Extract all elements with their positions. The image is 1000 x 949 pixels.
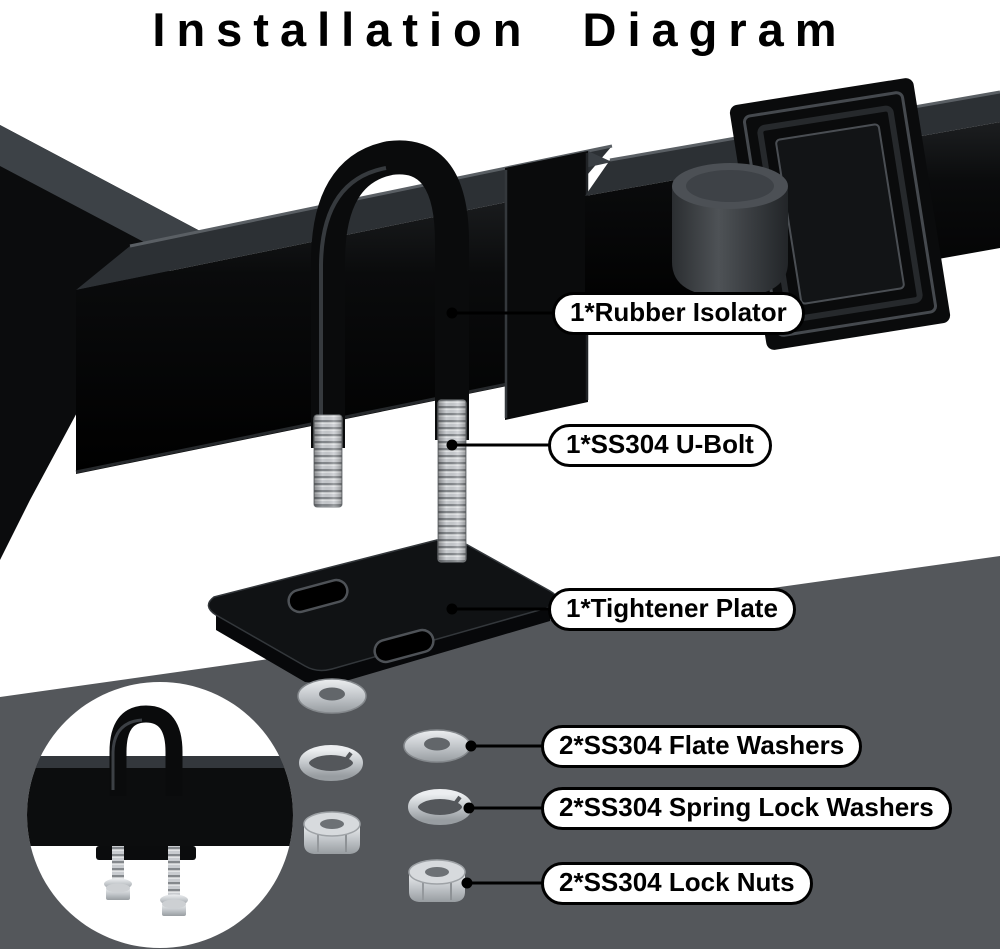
lock-nut-right — [408, 859, 466, 902]
spring-lock-washer-left — [299, 745, 363, 781]
inset-nut-right-top — [162, 899, 186, 909]
callout-label-lock-nuts: 2*SS304 Lock Nuts — [541, 862, 813, 905]
inset-stud-left — [112, 846, 124, 884]
callout-flat-washers-line — [465, 740, 547, 752]
flange-center — [775, 123, 905, 305]
hitch-bar-top-face — [0, 125, 200, 259]
plate-slot-1 — [287, 578, 349, 614]
callout-tightener-plate-line — [446, 603, 554, 615]
u-bolt-highlight — [319, 166, 387, 430]
tightener-plate-thickness — [216, 607, 550, 685]
callout-label-text: 1*Rubber Isolator — [570, 297, 787, 327]
u-bolt-stud-right — [437, 399, 467, 563]
cylinder-body — [672, 186, 788, 297]
callout-label-text: 1*SS304 U-Bolt — [566, 429, 754, 459]
tightener-plate — [207, 537, 558, 685]
receiver-collar-front-face — [505, 151, 588, 420]
callout-label-text: 2*SS304 Flate Washers — [559, 730, 845, 760]
inset-tube-top-highlight — [27, 756, 293, 768]
inset-contents — [27, 705, 293, 916]
inset-plate — [96, 846, 196, 860]
stud-right-shade — [438, 400, 466, 562]
callout-label-tightener-plate: 1*Tightener Plate — [548, 588, 796, 631]
lock-nut-left — [303, 811, 361, 854]
callout-label-text: 2*SS304 Lock Nuts — [559, 867, 795, 897]
inset-stud-right — [168, 846, 180, 902]
callout-lock-nuts-line — [461, 877, 547, 889]
callout-label-flat-washers: 2*SS304 Flate Washers — [541, 725, 863, 768]
flange-plate — [729, 78, 951, 350]
inset-tube — [27, 756, 293, 846]
flat-washer-left — [297, 678, 367, 714]
callout-label-text: 2*SS304 Spring Lock Washers — [559, 792, 934, 822]
callout-label-rubber-isolator: 1*Rubber Isolator — [552, 292, 805, 335]
u-bolt-stud-left — [313, 414, 343, 508]
callout-label-spring-lock-washers: 2*SS304 Spring Lock Washers — [541, 787, 952, 830]
inset-u-bolt — [109, 705, 183, 796]
page-title: Installation Diagram — [152, 3, 848, 56]
u-bolt — [311, 140, 469, 448]
callout-rubber-isolator-line — [446, 307, 558, 319]
flat-washer-right — [403, 729, 471, 763]
u-bolt-body — [311, 140, 469, 448]
rubber-stopper-cylinder — [672, 163, 788, 297]
cylinder-top-inner — [686, 170, 774, 202]
callout-label-u-bolt: 1*SS304 U-Bolt — [548, 424, 772, 467]
callout-label-text: 1*Tightener Plate — [566, 593, 778, 623]
plate-slot-2 — [373, 628, 435, 664]
callout-u-bolt-line — [446, 439, 554, 451]
inset-nut-left-top — [106, 883, 130, 893]
stud-left-shade — [314, 415, 342, 507]
callout-spring-lock-washers-line — [463, 802, 547, 814]
inset-u-bolt-highlight — [111, 718, 143, 790]
assembled-view-inset — [27, 682, 293, 948]
